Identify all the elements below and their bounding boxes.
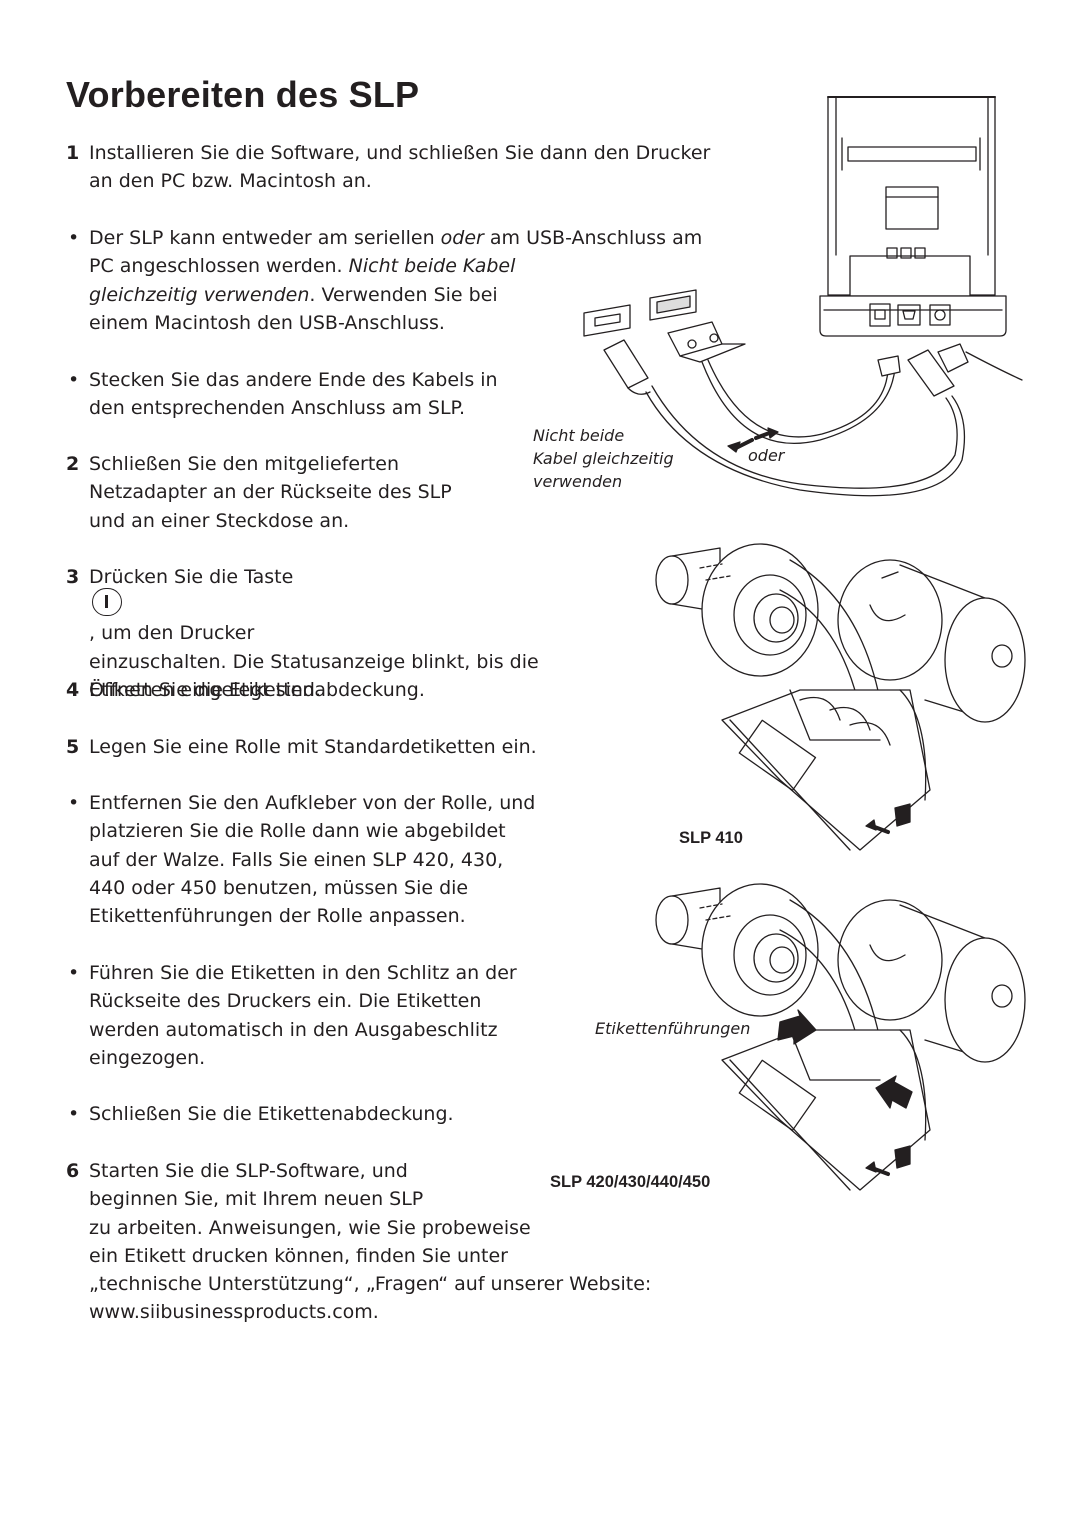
bullet-marker: • xyxy=(68,1103,80,1125)
step-text-line: Öffnen Sie die Etikettenabdeckung. xyxy=(89,679,425,701)
bullet-marker: • xyxy=(68,369,80,391)
step-1: 1 Installieren Sie die Software, und sch… xyxy=(66,139,710,196)
bullet-close-cover: • Schließen Sie die Etikettenabdeckung. xyxy=(66,1100,454,1128)
step-text-line: www.siibusinessproducts.com. xyxy=(89,1301,379,1324)
step-text-line: den entsprechenden Anschluss am SLP. xyxy=(89,397,466,420)
or-label: oder xyxy=(748,446,785,465)
step-text-line: Rückseite des Druckers ein. Die Etikette… xyxy=(89,990,482,1013)
step-text-line: Netzadapter an der Rückseite des SLP xyxy=(89,481,452,504)
step-text-line: Schließen Sie den mitgelieferten xyxy=(89,453,400,475)
step-text-line: PC angeschlossen werden. Nicht beide Kab… xyxy=(89,255,516,278)
step-text-line: Etikettenführungen der Rolle anpassen. xyxy=(89,905,466,928)
step-text-line: gleichzeitig verwenden. Verwenden Sie be… xyxy=(89,283,498,306)
step-text-line: 440 oder 450 benutzen, müssen Sie die xyxy=(89,876,469,899)
step-text-line: werden automatisch in den Ausgabeschlitz xyxy=(89,1018,498,1041)
step-text-line: und an einer Steckdose an. xyxy=(89,509,350,532)
step-number: 6 xyxy=(66,1160,80,1182)
step-text-line: an den PC bzw. Macintosh an. xyxy=(89,170,372,193)
step-text-line: Legen Sie eine Rolle mit Standardetikett… xyxy=(89,736,537,758)
label-guides-caption: Etikettenführungen xyxy=(595,1019,751,1038)
step-text-line: Schließen Sie die Etikettenabdeckung. xyxy=(89,1103,454,1125)
step-text-line: Der SLP kann entweder am seriellen oder … xyxy=(89,227,703,249)
step-text-line: eingezogen. xyxy=(89,1046,206,1069)
step-text-line: Führen Sie die Etiketten in den Schlitz … xyxy=(89,962,517,984)
bullet-marker: • xyxy=(68,792,80,814)
step-3: 3 Drücken Sie die Taste , um den Drucker… xyxy=(66,563,539,704)
step-text-line: Entfernen Sie den Aufkleber von der Roll… xyxy=(89,792,536,814)
bullet-marker: • xyxy=(68,227,80,249)
bullet-other-end: • Stecken Sie das andere Ende des Kabels… xyxy=(66,366,498,423)
step-text-line: zu arbeiten. Anweisungen, wie Sie probew… xyxy=(89,1216,531,1239)
step-number: 3 xyxy=(66,566,80,588)
step-text-line: Starten Sie die SLP-Software, und xyxy=(89,1160,408,1182)
slp420-roll-illustration xyxy=(640,880,1030,1200)
cable-warning-caption: Nicht beide Kabel gleichzeitig verwenden xyxy=(533,426,674,491)
step-text-line: platzieren Sie die Rolle dann wie abgebi… xyxy=(89,820,506,843)
step-text-line: einem Macintosh den USB-Anschluss. xyxy=(89,311,445,334)
step-number: 1 xyxy=(66,142,80,164)
step-5: 5 Legen Sie eine Rolle mit Standardetike… xyxy=(66,733,537,761)
bullet-feed-labels: • Führen Sie die Etiketten in den Schlit… xyxy=(66,959,517,1072)
step-text-line: Etiketten eingelegt sind. xyxy=(89,678,322,701)
step-text-line: Stecken Sie das andere Ende des Kabels i… xyxy=(89,369,498,391)
page-title: Vorbereiten des SLP xyxy=(66,74,420,115)
step-text-line: beginnen Sie, mit Ihrem neuen SLP xyxy=(89,1188,424,1211)
step-4: 4 Öffnen Sie die Etikettenabdeckung. xyxy=(66,676,425,704)
step-text-line: Installieren Sie die Software, und schli… xyxy=(89,142,711,164)
step-number: 4 xyxy=(66,679,80,701)
bullet-remove-sticker: • Entfernen Sie den Aufkleber von der Ro… xyxy=(66,789,535,930)
step-text-line: auf der Walze. Falls Sie einen SLP 420, … xyxy=(89,848,504,871)
step-number: 5 xyxy=(66,736,80,758)
step-6: 6 Starten Sie die SLP-Software, und begi… xyxy=(66,1157,651,1327)
power-button-icon xyxy=(92,588,122,617)
step-text-line: ein Etikett drucken können, finden Sie u… xyxy=(89,1244,508,1267)
slp420-model-label: SLP 420/430/440/450 xyxy=(550,1173,711,1191)
bullet-connection: • Der SLP kann entweder am seriellen ode… xyxy=(66,224,702,337)
step-2: 2 Schließen Sie den mitgelieferten Netza… xyxy=(66,450,452,535)
slp410-model-label: SLP 410 xyxy=(679,829,743,847)
bullet-marker: • xyxy=(68,962,80,984)
slp410-roll-illustration xyxy=(640,535,1030,855)
printer-rear-illustration xyxy=(560,90,1030,420)
step-number: 2 xyxy=(66,453,80,475)
step-text-line: einzuschalten. Die Statusanzeige blinkt,… xyxy=(89,650,539,673)
step-text-line: Drücken Sie die Taste , um den Drucker xyxy=(89,566,294,645)
step-text-line: „technische Unterstützung“, „Fragen“ auf… xyxy=(89,1273,652,1296)
